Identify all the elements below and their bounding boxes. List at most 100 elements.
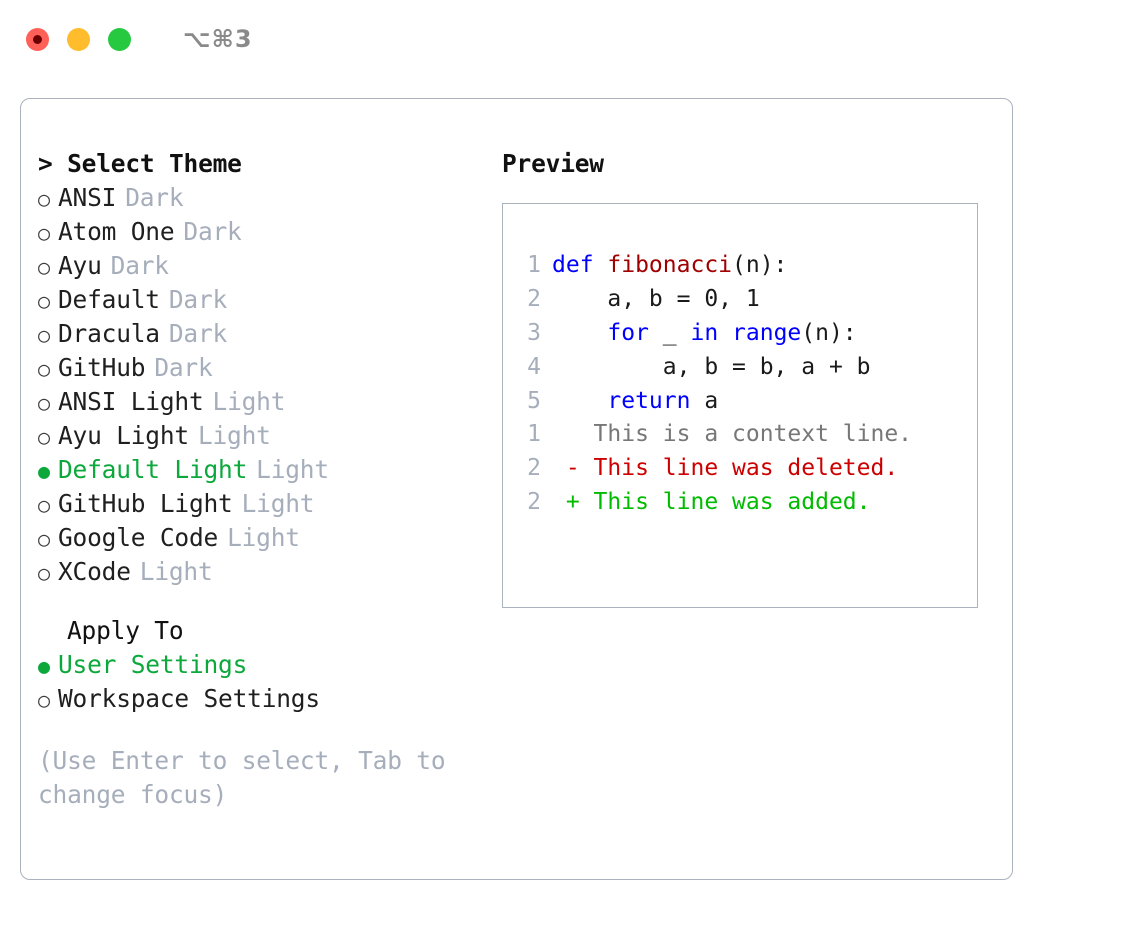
theme-item-google-code[interactable]: ○ Google Code Light: [38, 521, 478, 555]
radio-unselected-icon[interactable]: ○: [38, 425, 50, 449]
radio-unselected-icon[interactable]: ○: [38, 323, 50, 347]
theme-item-label: Dracula: [58, 319, 160, 348]
keyboard-hint: (Use Enter to select, Tab to change focu…: [38, 746, 446, 809]
titlebar: ⌥⌘3: [0, 0, 1140, 78]
radio-unselected-icon[interactable]: ○: [38, 221, 50, 245]
radio-selected-icon[interactable]: ●: [38, 654, 50, 678]
radio-unselected-icon[interactable]: ○: [38, 255, 50, 279]
theme-item-xcode[interactable]: ○ XCode Light: [38, 555, 478, 589]
diff-line-del: 2 - This line was deleted.: [515, 451, 965, 485]
code-token-plain: (n):: [801, 320, 857, 346]
code-token-kw: return: [607, 388, 691, 414]
line-number: 4: [527, 354, 541, 380]
code-line: 4 a, b = b, a + b: [515, 350, 965, 384]
code-token-plain: [552, 320, 607, 346]
apply-to-list: ● User Settings ○ Workspace Settings: [38, 648, 478, 716]
line-number: 2: [527, 286, 541, 312]
prompt-caret-icon: >: [38, 149, 53, 178]
traffic-lights: [26, 27, 131, 51]
code-token-plain: a: [690, 388, 719, 414]
theme-item-mode-badge: Dark: [125, 183, 184, 212]
radio-unselected-icon[interactable]: ○: [38, 187, 50, 211]
diff-line-text: This is a context line.: [552, 421, 913, 447]
diff-line-ctx: 1 This is a context line.: [515, 417, 965, 451]
radio-unselected-icon[interactable]: ○: [38, 688, 50, 712]
theme-item-label: Default Light: [58, 455, 248, 484]
theme-item-mode-badge: Dark: [110, 251, 169, 280]
theme-item-mode-badge: Light: [256, 455, 329, 484]
radio-unselected-icon[interactable]: ○: [38, 527, 50, 551]
theme-item-default[interactable]: ○ Default Dark: [38, 283, 478, 317]
select-theme-heading: > Select Theme: [38, 147, 478, 181]
diff-line-text: - This line was deleted.: [552, 455, 899, 481]
diff-line-text: + This line was added.: [552, 489, 871, 515]
radio-unselected-icon[interactable]: ○: [38, 561, 50, 585]
theme-item-label: Google Code: [58, 523, 219, 552]
theme-item-ayu[interactable]: ○ Ayu Dark: [38, 249, 478, 283]
theme-item-ansi[interactable]: ○ ANSI Dark: [38, 181, 478, 215]
code-token-plain: _: [648, 320, 691, 346]
select-theme-text: Select Theme: [67, 149, 242, 178]
code-line: 2 a, b = 0, 1: [515, 282, 965, 316]
radio-selected-icon[interactable]: ●: [38, 459, 50, 483]
line-number: 3: [527, 320, 541, 346]
theme-item-mode-badge: Light: [139, 557, 213, 586]
theme-item-label: Ayu: [58, 251, 102, 280]
theme-item-mode-badge: Dark: [168, 319, 228, 348]
diff-sample: 1 This is a context line.2 - This line w…: [515, 417, 965, 519]
code-token-kw: for: [607, 320, 649, 346]
code-token-plain: (n):: [732, 252, 788, 278]
code-line-text: a, b = b, a + b: [552, 350, 871, 384]
code-line-text: a, b = 0, 1: [552, 282, 760, 316]
apply-to-item-workspace-settings[interactable]: ○ Workspace Settings: [38, 682, 478, 716]
theme-item-mode-badge: Dark: [183, 217, 242, 246]
theme-item-label: ANSI: [58, 183, 117, 212]
maximize-button[interactable]: [108, 27, 131, 51]
theme-item-label: GitHub Light: [58, 489, 233, 518]
theme-item-label: XCode: [58, 557, 131, 586]
theme-item-mode-badge: Dark: [168, 285, 228, 314]
radio-unselected-icon[interactable]: ○: [38, 289, 50, 313]
apply-to-item-label: User Settings: [58, 650, 248, 679]
apply-to-item-user-settings[interactable]: ● User Settings: [38, 648, 478, 682]
radio-unselected-icon[interactable]: ○: [38, 391, 50, 415]
minimize-button[interactable]: [67, 27, 90, 51]
window-title: ⌥⌘3: [183, 25, 253, 53]
select-theme-label: [53, 149, 68, 178]
code-token-plain: a, b = 0, 1: [552, 286, 760, 312]
code-token-plain: [552, 388, 607, 414]
line-number: 1: [527, 421, 541, 447]
line-number: 1: [527, 252, 541, 278]
theme-item-default-light[interactable]: ● Default Light Light: [38, 453, 478, 487]
line-number: 5: [527, 388, 541, 414]
theme-item-atom-one[interactable]: ○ Atom One Dark: [38, 215, 478, 249]
theme-item-label: Default: [58, 285, 160, 314]
apply-to-item-label: Workspace Settings: [58, 684, 320, 713]
line-number: 2: [527, 455, 541, 481]
code-line-text: return a: [552, 384, 718, 418]
code-line: 3 for _ in range(n):: [515, 316, 965, 350]
radio-unselected-icon[interactable]: ○: [38, 357, 50, 381]
radio-unselected-icon[interactable]: ○: [38, 493, 50, 517]
code-token-fn: fibonacci: [607, 252, 733, 278]
line-number: 2: [527, 489, 541, 515]
theme-item-mode-badge: Light: [227, 523, 300, 552]
theme-item-label: ANSI Light: [58, 387, 204, 416]
theme-item-dracula[interactable]: ○ Dracula Dark: [38, 317, 478, 351]
theme-item-github-light[interactable]: ○ GitHub Light Light: [38, 487, 478, 521]
theme-item-mode-badge: Light: [241, 489, 315, 518]
close-button[interactable]: [26, 27, 49, 51]
theme-item-label: Atom One: [58, 217, 175, 246]
